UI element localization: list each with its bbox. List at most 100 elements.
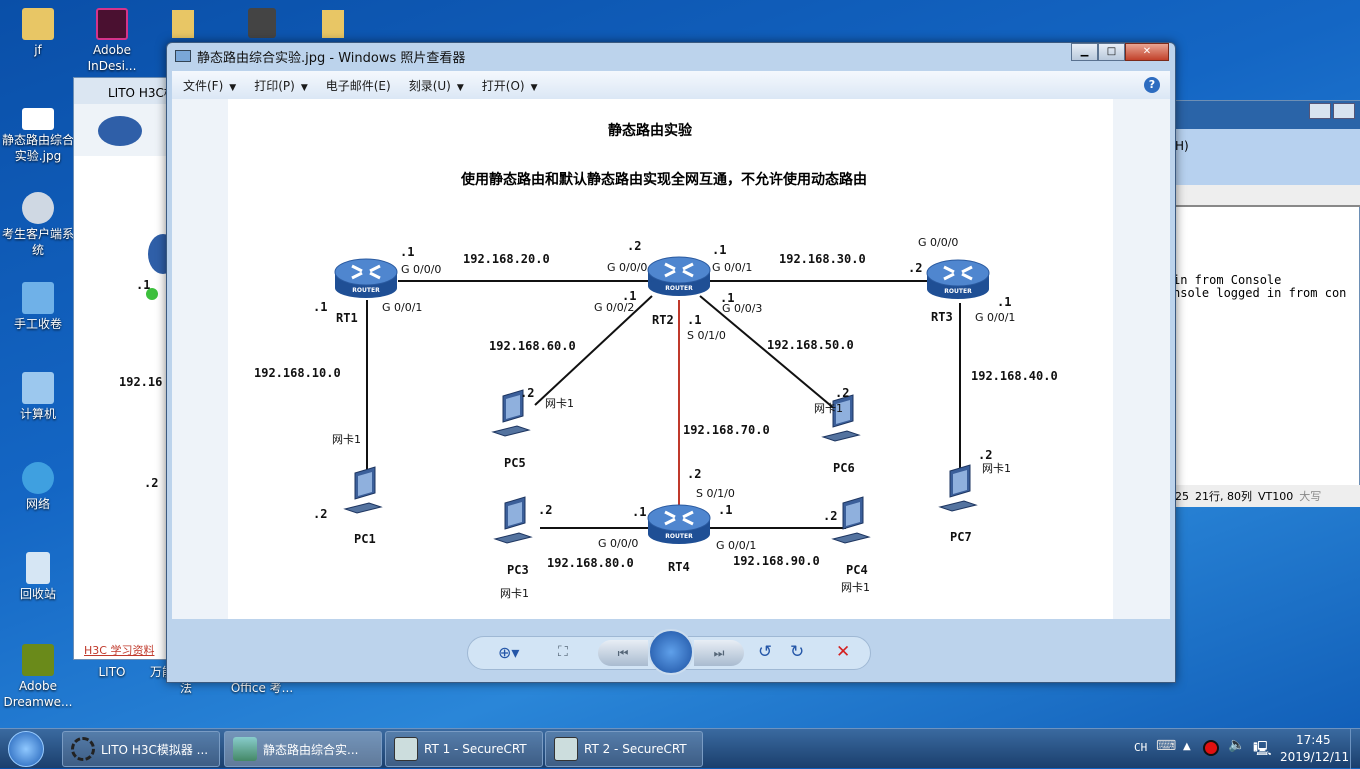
desktop-icon-computer[interactable]: 计算机 xyxy=(0,372,76,422)
taskbar-item-rt2[interactable]: RT 2 - SecureCRT xyxy=(545,731,703,767)
previous-button[interactable]: ⏮ xyxy=(598,640,648,666)
zoom-icon[interactable]: ⊕▾ xyxy=(498,643,520,662)
start-button[interactable] xyxy=(8,731,44,767)
menu-bar: 文件(F)▼ 打印(P)▼ 电子邮件(E) 刻录(U)▼ 打开(O)▼ ? xyxy=(172,71,1170,99)
ip-suffix-label: .1 xyxy=(632,505,647,519)
chevron-down-icon: ▼ xyxy=(456,82,464,93)
desktop-icon-manual[interactable]: 手工收卷 xyxy=(0,282,76,332)
menu-email[interactable]: 电子邮件(E) xyxy=(325,78,391,93)
help-menu-fragment[interactable]: H) xyxy=(1175,139,1189,153)
ip-suffix-label: .2 xyxy=(313,507,328,521)
interface-label: 网卡1 xyxy=(500,587,529,600)
next-button[interactable]: ⏭ xyxy=(694,640,744,666)
help-icon[interactable]: ? xyxy=(1144,77,1160,93)
taskbar-item-lito[interactable]: LITO H3C模拟器 ... xyxy=(62,731,220,767)
taskbar-item-rt1[interactable]: RT 1 - SecureCRT xyxy=(385,731,543,767)
device-label: RT2 xyxy=(652,313,674,327)
keyboard-icon[interactable]: ⌨ xyxy=(1156,738,1177,754)
router-rt1-icon: ROUTER xyxy=(334,258,398,298)
network-label: 192.168.50.0 xyxy=(767,338,854,352)
interface-label: G 0/0/2 xyxy=(594,301,635,314)
sublime-icon[interactable] xyxy=(248,8,276,38)
maximize-button[interactable] xyxy=(1333,103,1355,119)
network-tray-icon[interactable]: 🖳 xyxy=(1253,741,1272,757)
lito-window[interactable]: LITO H3C模拟器 .1 192.16 .2 H3C 学习资料 xyxy=(73,77,200,660)
volume-icon[interactable]: 🔈 xyxy=(1228,737,1246,753)
title-bar[interactable]: 静态路由综合实验.jpg - Windows 照片查看器 xyxy=(167,43,1175,69)
close-button[interactable]: ✕ xyxy=(1125,43,1169,61)
status-field: 25 xyxy=(1175,489,1189,503)
desktop-icon-client[interactable]: 考生客户端系统 xyxy=(0,192,76,258)
maximize-button[interactable]: □ xyxy=(1098,43,1125,61)
folder-icon[interactable] xyxy=(172,10,194,38)
minimize-button[interactable]: ▁ xyxy=(1071,43,1098,61)
ip-suffix-label: .1 xyxy=(720,291,735,305)
pc7-computer-icon xyxy=(938,464,978,512)
rotate-right-icon[interactable]: ↻ xyxy=(790,642,805,662)
ip-suffix-label: .1 xyxy=(400,245,415,259)
router-rt3-icon: ROUTER xyxy=(926,259,990,299)
image-file-icon xyxy=(22,108,54,130)
device-label: PC4 xyxy=(846,563,868,577)
desktop-icon-lito[interactable]: LITO xyxy=(98,665,126,679)
desktop-icon-jpg[interactable]: 静态路由综合实验.jpg xyxy=(0,108,76,164)
h3c-link[interactable]: H3C 学习资料 xyxy=(84,644,155,657)
network-label: 192.16 xyxy=(119,375,163,389)
device-label: RT4 xyxy=(668,560,690,574)
router-badge: ROUTER xyxy=(665,285,693,292)
shortcut-icon xyxy=(22,192,54,224)
ip-suffix-label: .2 xyxy=(835,386,850,400)
interface-label: G 0/0/0 xyxy=(607,261,648,274)
status-position: 21行, 80列 xyxy=(1195,490,1252,503)
ip-suffix-label: .1 xyxy=(997,295,1012,309)
status-dot xyxy=(146,288,158,300)
minimize-button[interactable] xyxy=(1309,103,1331,119)
actual-size-icon[interactable]: ⛶ xyxy=(558,644,568,660)
record-icon[interactable] xyxy=(1203,740,1219,756)
router-badge: ROUTER xyxy=(944,288,972,295)
chevron-down-icon: ▼ xyxy=(300,82,308,93)
router-rt2-icon: ROUTER xyxy=(647,256,711,296)
folder-icon[interactable] xyxy=(322,10,344,38)
desktop-icon-jf[interactable]: jf xyxy=(0,8,76,58)
device-label: PC1 xyxy=(354,532,376,546)
taskbar-item-photo-viewer[interactable]: 静态路由综合实... xyxy=(224,731,382,767)
network-label: 192.168.90.0 xyxy=(733,554,820,568)
console-line: nsole logged in from con xyxy=(1173,286,1347,300)
securecrt-window[interactable]: H) in from Console nsole logged in from … xyxy=(1170,100,1360,507)
clock-date[interactable]: 2019/12/11 xyxy=(1280,750,1350,764)
lito-app-icon xyxy=(71,737,95,761)
interface-label: S 0/1/0 xyxy=(696,487,735,500)
show-desktop-button[interactable] xyxy=(1350,729,1360,769)
slideshow-button[interactable] xyxy=(648,629,694,675)
interface-label: 网卡1 xyxy=(332,433,361,446)
router-rt4-icon: ROUTER xyxy=(647,504,711,544)
router-badge: ROUTER xyxy=(352,287,380,294)
desktop-icon-recycle[interactable]: 回收站 xyxy=(0,552,76,602)
desktop-icon-dreamweaver[interactable]: Adobe Dreamwe... xyxy=(0,644,76,710)
console-line: in from Console xyxy=(1173,273,1282,287)
desktop-icon-indesign[interactable]: Adobe InDesi... xyxy=(74,8,150,74)
network-label: 192.168.40.0 xyxy=(971,369,1058,383)
show-hidden-icons[interactable]: ▲ xyxy=(1183,741,1191,752)
network-label: 192.168.20.0 xyxy=(463,252,550,266)
router-tool-icon[interactable] xyxy=(98,116,142,146)
interface-label: G 0/0/3 xyxy=(722,302,763,315)
device-label: RT3 xyxy=(931,310,953,324)
menu-file[interactable]: 文件(F)▼ xyxy=(183,78,237,93)
interface-label: G 0/0/0 xyxy=(918,236,959,249)
delete-icon[interactable]: ✕ xyxy=(836,642,851,662)
desktop-icon-network[interactable]: 网络 xyxy=(0,462,76,512)
network-label: 192.168.10.0 xyxy=(254,366,341,380)
clock-time[interactable]: 17:45 xyxy=(1296,733,1331,747)
language-indicator[interactable]: CH xyxy=(1134,741,1148,754)
photo-app-icon xyxy=(233,737,257,761)
menu-open[interactable]: 打开(O)▼ xyxy=(481,78,538,93)
rotate-left-icon[interactable]: ↺ xyxy=(758,642,773,662)
ip-suffix-label: .1 xyxy=(313,300,328,314)
network-label: 192.168.60.0 xyxy=(489,339,576,353)
shortcut-icon xyxy=(22,282,54,314)
menu-print[interactable]: 打印(P)▼ xyxy=(254,78,308,93)
menu-burn[interactable]: 刻录(U)▼ xyxy=(408,78,464,93)
